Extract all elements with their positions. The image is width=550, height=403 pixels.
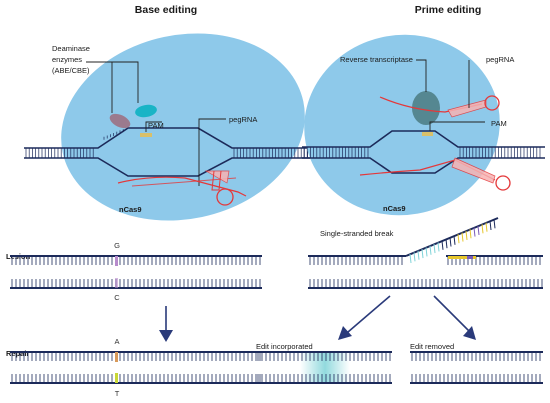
nucleotide-repair-bottom: T [115, 389, 120, 398]
lesion-mark-bottom [115, 278, 118, 288]
label-ncas9-right: nCas9 [383, 204, 406, 213]
label-deaminase-line3: (ABE/CBE) [52, 66, 90, 75]
label-pam-right: PAM [491, 119, 507, 128]
base-repair-row: Repair A T [6, 337, 262, 398]
reverse-transcriptase-enzyme [412, 91, 440, 125]
ncas9-blob-left [61, 33, 305, 221]
label-deaminase-line2: enzymes [52, 55, 82, 64]
repair-arrow [159, 306, 173, 342]
label-repair: Repair [6, 349, 29, 358]
repair-mark-top [115, 352, 118, 362]
label-edit-removed: Edit removed [410, 342, 454, 351]
dna-ladder-right [302, 130, 545, 174]
prime-break-row: Single-stranded break [308, 217, 543, 289]
repair-mark-bottom [115, 373, 118, 383]
pam-marker-right [422, 132, 433, 136]
nucleotide-lesion-bottom: C [114, 293, 120, 302]
label-single-stranded-break: Single-stranded break [320, 229, 394, 238]
prime-editing-complex: Reverse transcriptase pegRNA PAM nCas9 [302, 34, 545, 216]
pegrna-loop-upper [484, 95, 500, 111]
nucleotide-repair-top: A [114, 337, 119, 346]
prime-edit-removed: Edit removed [410, 342, 543, 384]
label-edit-incorporated: Edit incorporated [256, 342, 313, 351]
label-pam-left: PAM [148, 121, 164, 130]
title-base-editing: Base editing [135, 4, 197, 16]
label-reverse-transcriptase: Reverse transcriptase [340, 55, 413, 64]
deaminase-enzyme-2 [135, 104, 157, 118]
pam-marker-left [140, 133, 152, 137]
prime-edit-incorporated: Edit incorporated [256, 342, 392, 384]
pegrna-loop-lower [495, 175, 511, 191]
single-stranded-flap [405, 217, 499, 264]
base-editing-complex: Deaminase enzymes (ABE/CBE) PAM pegRNA n… [24, 33, 310, 221]
label-pegrna-left: pegRNA [229, 115, 257, 124]
lesion-mark-top [115, 256, 118, 266]
deaminase-enzyme-1 [109, 113, 131, 129]
guide-rna-left [117, 176, 247, 197]
dna-ladder-left [24, 127, 310, 177]
guide-rna-loop-left [216, 188, 234, 206]
title-prime-editing: Prime editing [415, 4, 482, 16]
ncas9-blob-right [304, 34, 500, 216]
label-ncas9-left: nCas9 [119, 205, 142, 214]
prime-outcome-arrows [338, 295, 476, 340]
label-pegrna-right: pegRNA [486, 55, 514, 64]
base-lesion-row: Lesion G C [6, 241, 262, 302]
nucleotide-lesion-top: G [114, 241, 120, 250]
label-deaminase-line1: Deaminase [52, 44, 90, 53]
